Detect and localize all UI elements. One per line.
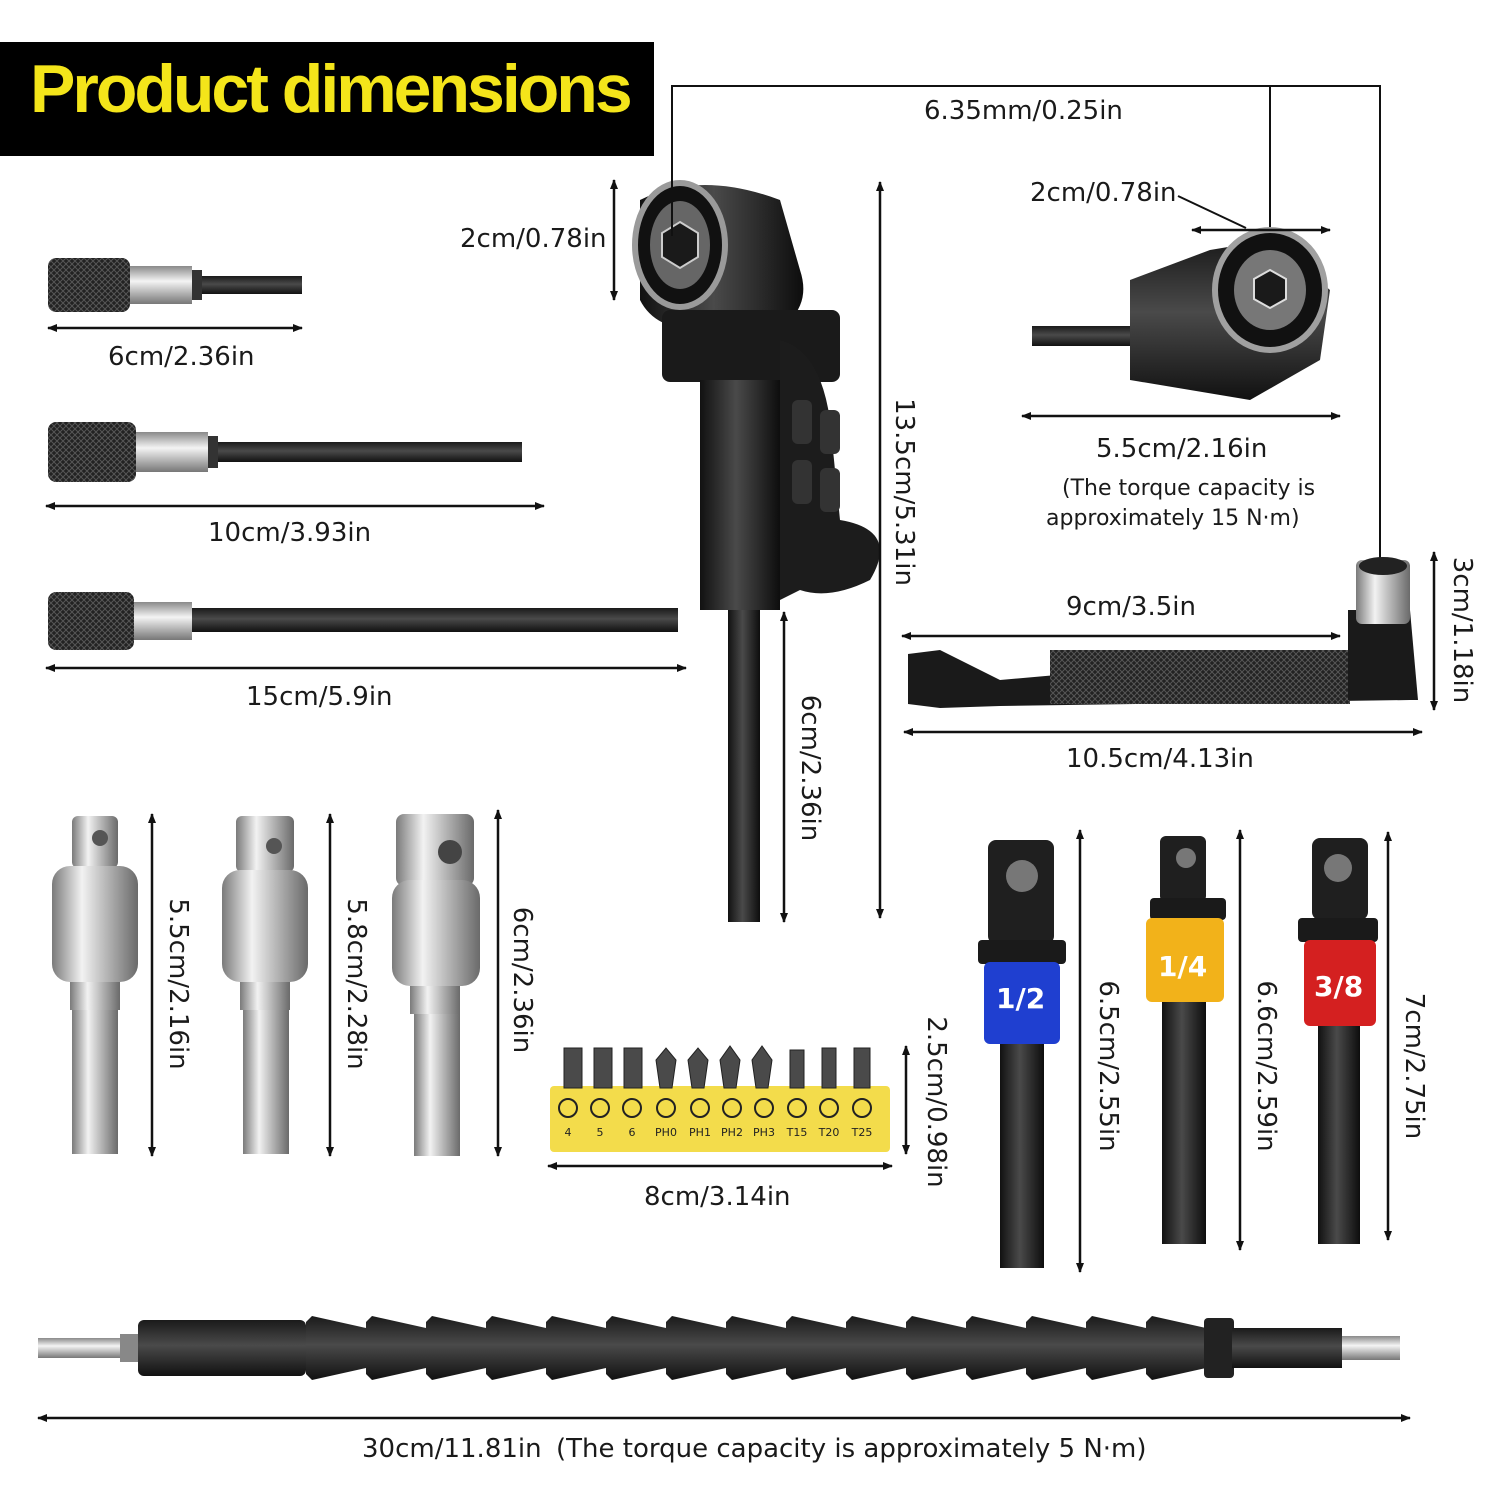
right-angle-drill-attachment: [632, 180, 880, 922]
bit-holder-short: [48, 258, 302, 312]
dim-label-hex: 6.35mm/0.25in: [924, 96, 1123, 126]
torque-note-line1: (The torque capacity is: [1062, 476, 1316, 501]
dim-label-holder-long: 15cm/5.9in: [246, 682, 393, 712]
bit-label: T20: [818, 1126, 840, 1139]
dim-label-socket-c: 7cm/2.75in: [1399, 992, 1429, 1140]
chrome-adapter-a: [52, 816, 138, 1154]
bit-label: PH0: [655, 1126, 677, 1139]
dim-label-chrome-c: 6cm/2.36in: [507, 906, 537, 1054]
dim-label-socket-b: 6.6cm/2.59in: [1251, 980, 1281, 1152]
bit-label: T15: [786, 1126, 808, 1139]
socket-size-label-half: 1/2: [996, 982, 1046, 1015]
bit-holder-long: [48, 592, 678, 650]
dim-label-wrench-total: 10.5cm/4.13in: [1066, 744, 1254, 774]
leader-hex: [671, 85, 1381, 590]
bit-label: PH3: [753, 1126, 775, 1139]
dim-label-wrench-length: 9cm/3.5in: [1066, 592, 1196, 622]
l-socket-wrench: [908, 557, 1418, 708]
chrome-adapter-c: [392, 814, 480, 1156]
chrome-adapter-b: [222, 816, 308, 1154]
bit-set-holder: [550, 1045, 890, 1152]
page-title: Product dimensions: [30, 51, 633, 127]
dim-label-holder-short: 6cm/2.36in: [108, 342, 255, 372]
dim-label-bitset-width: 8cm/3.14in: [644, 1182, 791, 1212]
blue-band: [984, 962, 1060, 1044]
dim-label-chrome-a: 5.5cm/2.16in: [163, 898, 193, 1070]
bit-label: 6: [629, 1126, 636, 1139]
flexible-shaft: [38, 1316, 1400, 1380]
socket-adapter-three-eighths-inch: [1298, 838, 1378, 1244]
socket-adapter-quarter-inch: [1146, 836, 1226, 1244]
torque-note-line2: approximately 15 N·m): [1046, 506, 1300, 531]
bit-label: 4: [565, 1126, 572, 1139]
dim-label-holder-medium: 10cm/3.93in: [208, 518, 372, 548]
socket-size-label-quarter: 1/4: [1158, 950, 1208, 983]
red-band: [1304, 940, 1376, 1026]
dim-label-chrome-b: 5.8cm/2.28in: [341, 898, 371, 1070]
socket-size-label-three-eighths: 3/8: [1314, 970, 1364, 1003]
dim-label-wrench-height: 3cm/1.18in: [1447, 556, 1477, 704]
right-angle-adapter: [1032, 227, 1330, 400]
dim-label-drill-height: 13.5cm/5.31in: [889, 398, 919, 586]
dim-label-flex-shaft: 30cm/11.81in: [362, 1434, 542, 1464]
dim-label-drill-shank: 6cm/2.36in: [795, 694, 825, 842]
torque-note-flex-shaft: (The torque capacity is approximately 5 …: [556, 1434, 1147, 1464]
bit-set-labels: 4 5 6 PH0 PH1 PH2 PH3 T15 T20 T25: [565, 1126, 873, 1139]
title-banner: [0, 42, 654, 156]
bit-label: 5: [597, 1126, 604, 1139]
dim-label-socket-a: 6.5cm/2.55in: [1093, 980, 1123, 1152]
dim-label-drill-head: 2cm/0.78in: [460, 224, 607, 254]
dim-label-adapter-length: 5.5cm/2.16in: [1096, 434, 1268, 464]
bit-label: PH2: [721, 1126, 743, 1139]
yellow-band: [1146, 918, 1224, 1002]
dim-label-adapter-head: 2cm/0.78in: [1030, 178, 1177, 208]
socket-adapter-half-inch: [978, 840, 1066, 1268]
dim-label-bitset-height: 2.5cm/0.98in: [921, 1016, 951, 1188]
bit-label: PH1: [689, 1126, 711, 1139]
bit-label: T25: [851, 1126, 873, 1139]
bit-holder-medium: [48, 422, 522, 482]
